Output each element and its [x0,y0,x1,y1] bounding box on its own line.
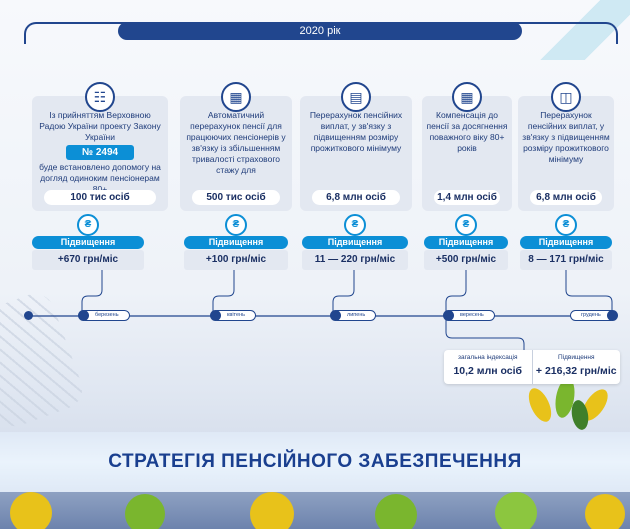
laptop-icon: ▤ [341,82,371,112]
increase-block-3: ₴ Підвищення 11 — 220 грн/міс [302,214,408,270]
card-5: ◫ Перерахунок пенсійних виплат, у зв'язк… [518,82,614,211]
month-july: липень [329,310,377,321]
calculator-icon: ▦ [221,82,251,112]
month-april: квітень [210,310,256,321]
chart-document-icon: ◫ [551,82,581,112]
card-1: ☷ Із прийняттям Верховною Радою України … [32,82,168,211]
decor-ball [585,494,625,529]
summary-increase: Підвищення + 216,32 грн/міс [531,350,621,384]
decor-ball [375,494,417,529]
increase-block-4: ₴ Підвищення +500 грн/міс [424,214,508,270]
month-march: березень [78,310,130,321]
card-2: ▦ Автоматичний перерахунок пенсії для пр… [180,82,292,211]
summary-indexation: загальна індексація 10,2 млн осіб [444,350,532,384]
month-december: грудень [570,310,618,321]
card-3: ▤ Перерахунок пенсійних виплат, у зв'язк… [300,82,412,211]
card-text-after: буде встановлено допомогу на догляд один… [39,162,161,194]
card-4: ▦ Компенсація до пенсії за досягнення по… [422,82,512,211]
people-count: 100 тис осіб [44,190,156,205]
document-icon: ☷ [85,82,115,112]
summary-value-left: 10,2 млн осіб [453,365,523,377]
decor-ball [125,494,165,529]
people-count: 6,8 млн осіб [530,190,602,205]
money-icon: ₴ [455,214,477,236]
page-title: СТРАТЕГІЯ ПЕНСІЙНОГО ЗАБЕЗПЕЧЕННЯ [108,451,522,472]
increase-label: Підвищення [520,236,612,249]
money-icon: ₴ [555,214,577,236]
card-text-before: Перерахунок пенсійних виплат, у зв'язку … [309,110,403,153]
money-icon: ₴ [344,214,366,236]
increase-label: Підвищення [32,236,144,249]
money-icon: ₴ [225,214,247,236]
decor-plant [528,378,608,430]
money-icon: ₴ [77,214,99,236]
decor-ball [495,492,537,529]
increase-block-2: ₴ Підвищення +100 грн/міс [184,214,288,270]
increase-block-5: ₴ Підвищення 8 — 171 грн/міс [520,214,612,270]
increase-value: 11 — 220 грн/міс [302,250,408,270]
card-text-before: Із прийняттям Верховною Радою України пр… [39,110,161,142]
month-september: вересень [443,310,495,321]
card-text-before: Перерахунок пенсійних виплат, у зв'язку … [522,110,610,164]
increase-block-1: ₴ Підвищення +670 грн/міс [32,214,144,270]
timeline-start-dot [24,311,33,320]
people-count: 500 тис осіб [192,190,280,205]
card-text-before: Компенсація до пенсії за досягнення пова… [426,110,508,153]
increase-value: +500 грн/міс [424,250,508,270]
summary-label-right: Підвищення [557,354,595,361]
increase-label: Підвищення [302,236,408,249]
year-label: 2020 рік [118,22,522,40]
increase-value: +670 грн/міс [32,250,144,270]
people-count: 1,4 млн осіб [434,190,500,205]
increase-label: Підвищення [424,236,508,249]
summary-label-left: загальна індексація [457,354,518,361]
decor-ball [250,492,294,529]
card-text-before: Автоматичний перерахунок пенсії для прац… [186,110,286,175]
calculator-icon: ▦ [452,82,482,112]
summary-box: загальна індексація 10,2 млн осіб Підвищ… [444,350,620,384]
summary-value-right: + 216,32 грн/міс [535,365,617,377]
law-number-badge: № 2494 [65,145,135,160]
people-count: 6,8 млн осіб [312,190,400,205]
increase-value: 8 — 171 грн/міс [520,250,612,270]
increase-label: Підвищення [184,236,288,249]
bottom-decor [0,492,630,529]
timeline-lines [30,270,613,350]
decor-ball [10,492,52,529]
title-band: СТРАТЕГІЯ ПЕНСІЙНОГО ЗАБЕЗПЕЧЕННЯ [0,432,630,492]
increase-value: +100 грн/міс [184,250,288,270]
